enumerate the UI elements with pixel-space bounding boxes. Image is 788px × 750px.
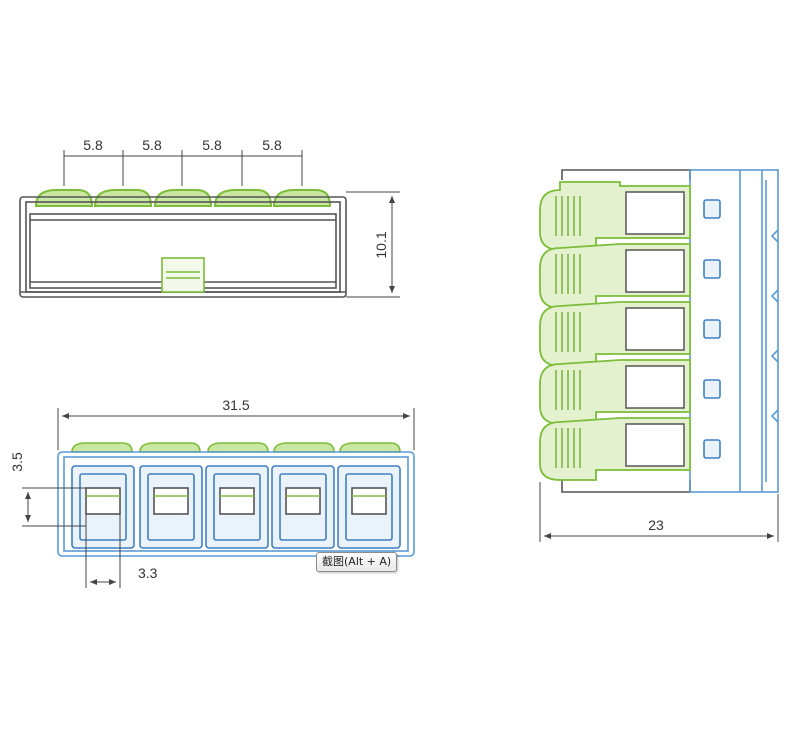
- port-width-dimension: [85, 514, 121, 588]
- depth-label: 23: [648, 517, 664, 533]
- side-clamps: [703, 199, 721, 459]
- port-width-label: 3.3: [138, 565, 158, 581]
- pitch-label-3: 5.8: [202, 137, 222, 153]
- port-height-label: 3.5: [9, 452, 25, 472]
- bottom-lever-tops: [71, 442, 401, 453]
- front-lever-1: [34, 189, 94, 207]
- width-dimension: [57, 408, 415, 450]
- port-2: [139, 465, 203, 549]
- front-lever-tops: [34, 189, 332, 207]
- screenshot-tooltip: 截图(Alt + A): [316, 552, 398, 572]
- front-lever-5: [272, 189, 332, 207]
- port-4: [271, 465, 335, 549]
- port-3: [205, 465, 269, 549]
- front-center-latch: [161, 257, 205, 293]
- pitch-label-2: 5.8: [142, 137, 162, 153]
- port-height-dimension: [22, 487, 86, 527]
- side-wire-channels: [625, 191, 685, 467]
- front-lever-3: [153, 189, 213, 207]
- front-view: 5.8 5.8 5.8 5.8 10.1: [19, 137, 400, 298]
- pitch-label-4: 5.8: [262, 137, 282, 153]
- side-grip-ridges: [555, 196, 581, 468]
- bottom-view: 31.5 3.5 3.3: [9, 397, 415, 588]
- height-dimension: [346, 191, 400, 298]
- bottom-housing: [57, 451, 415, 557]
- width-label: 31.5: [222, 397, 249, 413]
- port-5: [337, 465, 401, 549]
- pitch-label-1: 5.8: [83, 137, 103, 153]
- front-lever-2: [93, 189, 153, 207]
- height-label: 10.1: [373, 231, 389, 258]
- pitch-dimension: [63, 150, 303, 186]
- depth-dimension: [539, 482, 779, 542]
- bottom-ports: [71, 465, 401, 549]
- front-lever-4: [213, 189, 273, 207]
- side-view: 23: [539, 169, 779, 542]
- port-1: [71, 465, 135, 549]
